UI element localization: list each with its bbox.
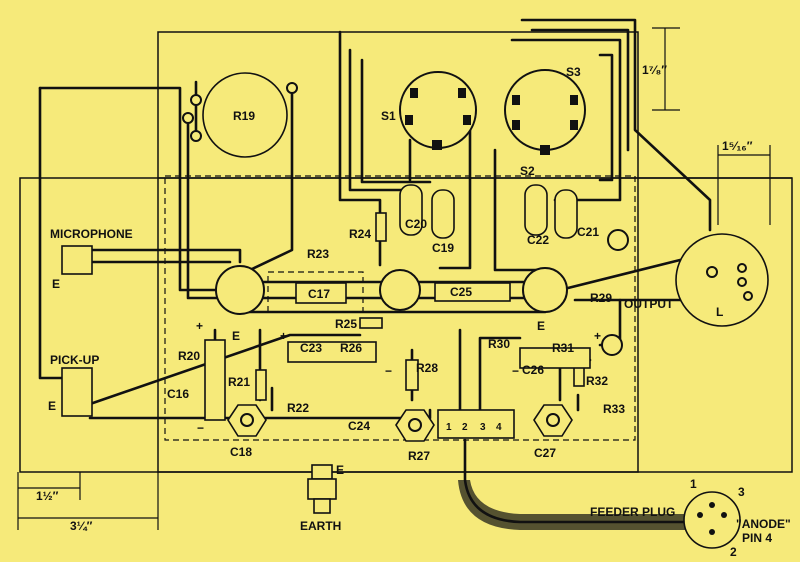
- polarity-minus-c26: −: [512, 364, 519, 378]
- label-s3: S3: [566, 65, 581, 79]
- label-e-a: E: [232, 329, 240, 343]
- label-c21: C21: [577, 225, 599, 239]
- feeder-cable: [458, 438, 741, 549]
- label-s1: S1: [381, 109, 396, 123]
- label-pin4: PIN 4: [742, 531, 772, 545]
- label-e-b: E: [537, 319, 545, 333]
- chassis-outline: [19, 31, 793, 473]
- valve-sockets: [215, 265, 568, 315]
- dim-1-7-8: 1⁷⁄₈″: [642, 63, 667, 77]
- label-r20: R20: [178, 349, 200, 363]
- label-c19: C19: [432, 241, 454, 255]
- label-r23: R23: [307, 247, 329, 261]
- label-r33: R33: [603, 402, 625, 416]
- label-r19: R19: [233, 109, 255, 123]
- tagstrip-3: 3: [480, 422, 486, 433]
- label-anode: "ANODE": [736, 517, 791, 531]
- hex-terminals: [227, 229, 629, 442]
- label-r27: R27: [408, 449, 430, 463]
- label-c22: C22: [527, 233, 549, 247]
- label-earth: EARTH: [300, 519, 341, 533]
- r19-potentiometer: [182, 72, 298, 158]
- earth-terminal: [307, 464, 337, 514]
- label-r29: R29: [590, 291, 612, 305]
- label-c27: C27: [534, 446, 556, 460]
- label-e-earth: E: [336, 463, 344, 477]
- tagstrip-4: 4: [496, 422, 502, 433]
- label-r31: R31: [552, 341, 574, 355]
- tagstrip-1: 1: [446, 422, 452, 433]
- label-c25: C25: [450, 285, 472, 299]
- label-r22: R22: [287, 401, 309, 415]
- label-l: L: [716, 305, 723, 319]
- label-c23: C23: [300, 341, 322, 355]
- label-r21: R21: [228, 375, 250, 389]
- label-pickup-e: E: [48, 399, 56, 413]
- switches: [399, 69, 586, 155]
- capacitors-cans: [399, 184, 578, 239]
- label-pickup: PICK-UP: [50, 353, 99, 367]
- dimension-lines: [17, 27, 771, 530]
- polarity-plus-c26: +: [594, 329, 601, 343]
- label-c20: C20: [405, 217, 427, 231]
- label-c26: C26: [522, 363, 544, 377]
- label-output: OUTPUT: [624, 297, 674, 311]
- label-s2: S2: [520, 164, 535, 178]
- label-microphone: MICROPHONE: [50, 227, 133, 241]
- label-r24: R24: [349, 227, 371, 241]
- wiring: [38, 18, 732, 420]
- labels: R19 S1 S2 S3 C20 C19 C22 C21 R24 R23 C17…: [36, 63, 791, 559]
- polarity-minus-c16: −: [197, 421, 204, 435]
- label-c16: C16: [167, 387, 189, 401]
- polarity-plus-c16: +: [196, 319, 203, 333]
- label-r26: R26: [340, 341, 362, 355]
- label-plug-pin1: 1: [690, 477, 697, 491]
- polarity-plus-c23: +: [280, 329, 287, 343]
- label-feeder-plug: FEEDER PLUG: [590, 505, 675, 519]
- label-plug-pin2: 2: [730, 545, 737, 559]
- label-r28: R28: [416, 361, 438, 375]
- label-c24: C24: [348, 419, 370, 433]
- jacks: [61, 245, 93, 417]
- label-r25: R25: [335, 317, 357, 331]
- tagstrip-2: 2: [462, 422, 468, 433]
- polarity-minus-c23: −: [385, 364, 392, 378]
- label-r30: R30: [488, 337, 510, 351]
- label-mic-e: E: [52, 277, 60, 291]
- dim-3-quarter: 3¼″: [70, 519, 93, 533]
- label-plug-pin3: 3: [738, 485, 745, 499]
- passive-parts: [204, 212, 591, 439]
- dim-1-5-16: 1⁵⁄₁₆″: [722, 139, 753, 153]
- label-c18: C18: [230, 445, 252, 459]
- dim-1-half: 1½″: [36, 489, 59, 503]
- label-c17: C17: [308, 287, 330, 301]
- label-r32: R32: [586, 374, 608, 388]
- coil-l: [675, 233, 769, 327]
